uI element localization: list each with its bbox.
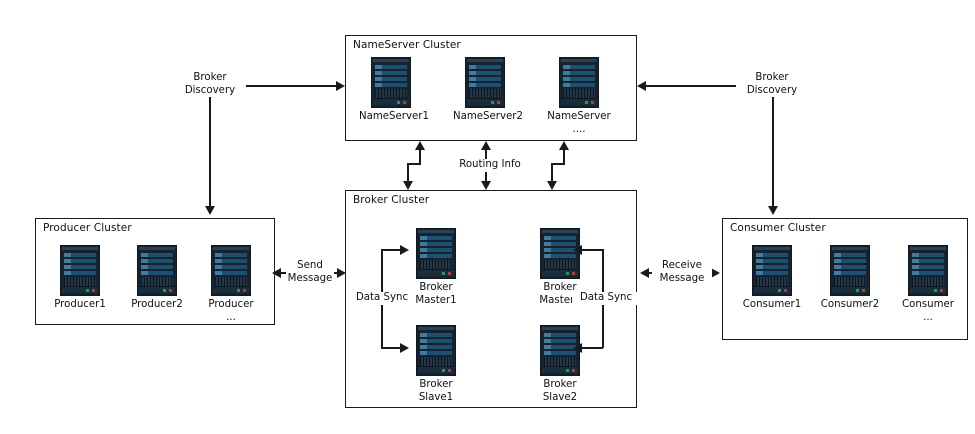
server-icon xyxy=(137,245,177,296)
send-message-label: Send Message xyxy=(286,260,334,285)
routing-left-down-line xyxy=(407,163,409,181)
server-icon xyxy=(465,57,505,108)
node-consumer-more: Consumer ... xyxy=(896,245,960,324)
node-label: Broker Slave2 xyxy=(542,379,578,403)
server-icon xyxy=(371,57,411,108)
routing-left-up-line xyxy=(419,150,421,164)
node-producer2: Producer2 xyxy=(125,245,189,312)
routing-right-down-arrowhead xyxy=(547,181,557,190)
data-sync-right-arm-slave xyxy=(582,347,603,349)
server-icon xyxy=(752,245,792,296)
send-message-arrowhead-producer xyxy=(272,267,281,278)
receive-message-arrowhead-consumer xyxy=(711,267,720,278)
node-broker-master2: Broker Master2 xyxy=(528,228,592,307)
node-label: NameServer .... xyxy=(547,111,611,135)
node-broker-slave1: Broker Slave1 xyxy=(404,325,468,404)
data-sync-left-arm-master xyxy=(381,249,402,251)
broker-discovery-right-arrowhead-nameserver xyxy=(637,80,646,91)
node-nameserver2: NameServer2 xyxy=(453,57,523,124)
node-label: Broker Master2 xyxy=(539,282,581,306)
node-broker-master1: Broker Master1 xyxy=(404,228,468,307)
data-sync-left-arm-slave xyxy=(381,347,402,349)
broker-discovery-right-arrowhead-consumer xyxy=(768,206,778,215)
broker-discovery-left-arrowhead-nameserver xyxy=(336,80,345,91)
receive-message-label: Receive Message xyxy=(652,260,712,285)
routing-middle-up-arrowhead xyxy=(481,141,491,150)
node-producer1: Producer1 xyxy=(48,245,112,312)
routing-middle-down-arrowhead xyxy=(481,181,491,190)
broker-discovery-left-vertical-line xyxy=(209,85,211,206)
routing-right-step-line xyxy=(551,163,565,165)
broker-discovery-right-vertical-line xyxy=(772,85,774,206)
data-sync-left-arrowhead-slave1 xyxy=(400,342,409,353)
server-icon xyxy=(211,245,251,296)
broker-discovery-right-horizontal-line xyxy=(646,85,736,87)
node-label: Broker Master1 xyxy=(415,282,457,306)
broker-discovery-left-horizontal-line xyxy=(246,85,336,87)
node-nameserver1: NameServer1 xyxy=(359,57,429,124)
node-consumer1: Consumer1 xyxy=(740,245,804,312)
server-icon xyxy=(559,57,599,108)
node-label: Broker Slave1 xyxy=(418,379,454,403)
node-label: NameServer1 xyxy=(359,111,429,122)
node-nameserver-more: NameServer .... xyxy=(547,57,611,136)
data-sync-left-label: Data Sync xyxy=(348,292,416,305)
node-label: Consumer2 xyxy=(820,299,880,310)
routing-info-label: Routing Info xyxy=(452,159,528,172)
routing-right-up-line xyxy=(563,150,565,164)
data-sync-right-arm-master xyxy=(582,249,603,251)
routing-right-up-arrowhead xyxy=(559,141,569,150)
broker-discovery-left-label: Broker Discovery xyxy=(176,72,244,97)
server-icon xyxy=(416,228,456,279)
server-icon xyxy=(830,245,870,296)
cluster-nameserver-title: NameServer Cluster xyxy=(353,39,461,51)
node-producer-more: Producer ... xyxy=(199,245,263,324)
cluster-consumer-title: Consumer Cluster xyxy=(730,222,826,234)
broker-discovery-right-label: Broker Discovery xyxy=(738,72,806,97)
data-sync-right-label: Data Sync xyxy=(572,292,640,305)
node-label: Consumer1 xyxy=(742,299,802,310)
routing-left-up-arrowhead xyxy=(415,141,425,150)
data-sync-left-arrowhead-master1 xyxy=(400,244,409,255)
node-consumer2: Consumer2 xyxy=(818,245,882,312)
node-label: Consumer ... xyxy=(902,299,954,323)
data-sync-right-arrowhead-slave2 xyxy=(573,342,582,353)
send-message-arrowhead-broker xyxy=(337,267,346,278)
routing-left-down-arrowhead xyxy=(403,181,413,190)
server-icon xyxy=(540,228,580,279)
cluster-producer-title: Producer Cluster xyxy=(43,222,132,234)
node-label: NameServer2 xyxy=(453,111,523,122)
data-sync-right-arrowhead-master2 xyxy=(573,244,582,255)
cluster-broker-title: Broker Cluster xyxy=(353,194,430,206)
routing-right-down-line xyxy=(551,163,553,181)
receive-message-arrowhead-broker xyxy=(640,267,649,278)
broker-discovery-left-arrowhead-producer xyxy=(205,206,215,215)
routing-left-step-line xyxy=(407,163,421,165)
server-icon xyxy=(60,245,100,296)
node-broker-slave2: Broker Slave2 xyxy=(528,325,592,404)
node-label: Producer2 xyxy=(131,299,183,310)
server-icon xyxy=(908,245,948,296)
node-label: Producer ... xyxy=(208,299,254,323)
node-label: Producer1 xyxy=(54,299,106,310)
server-icon xyxy=(416,325,456,376)
